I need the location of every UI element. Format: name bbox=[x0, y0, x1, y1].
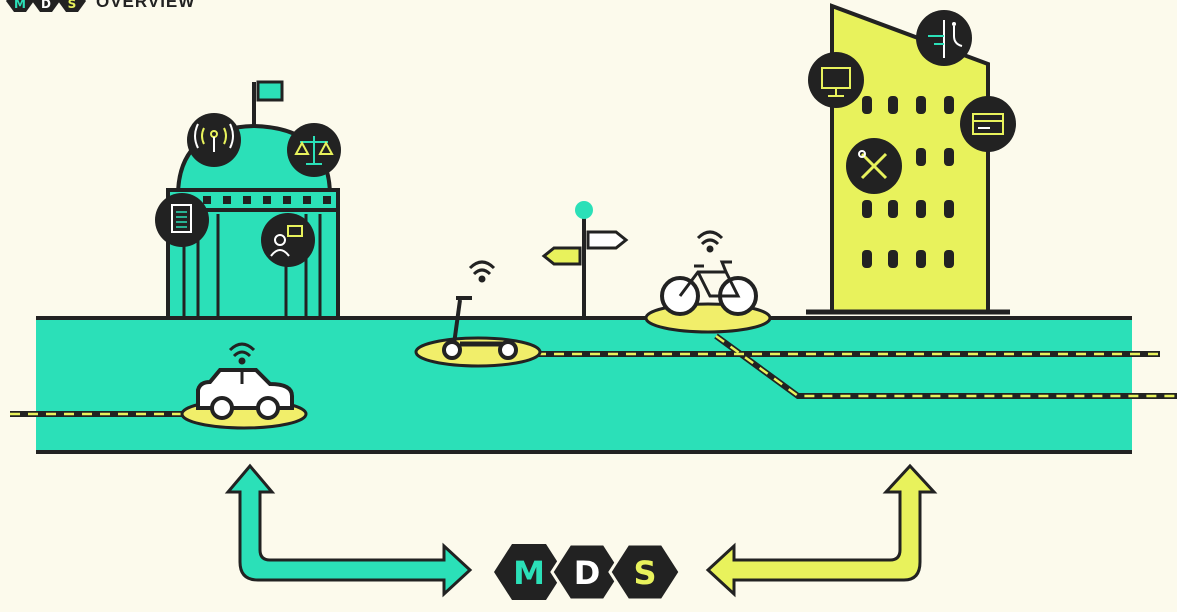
header-logo-letter-s: S bbox=[68, 0, 77, 11]
route-sign-icon bbox=[916, 10, 972, 66]
teal-arrow-icon bbox=[224, 463, 473, 598]
header-logo: M D S bbox=[6, 0, 86, 12]
government-building bbox=[155, 80, 341, 320]
signal-icon bbox=[187, 113, 241, 167]
logo-letter-d: D bbox=[574, 554, 601, 592]
chat-user-icon bbox=[261, 213, 315, 267]
wifi-icon bbox=[696, 230, 724, 253]
header-logo-letter-d: D bbox=[41, 0, 51, 11]
document-icon bbox=[155, 193, 209, 247]
signpost-icon bbox=[541, 201, 629, 318]
logo-letter-s: S bbox=[633, 554, 656, 592]
mds-logo: M D S bbox=[494, 542, 682, 602]
road bbox=[10, 316, 1177, 454]
wifi-icon bbox=[228, 342, 256, 365]
car-icon bbox=[180, 342, 308, 430]
header-logo-letter-m: M bbox=[14, 0, 26, 11]
yellow-arrow-icon bbox=[705, 463, 938, 598]
provider-building bbox=[806, 3, 1016, 315]
tools-icon bbox=[846, 138, 902, 194]
logo-letter-m: M bbox=[513, 554, 545, 592]
card-icon bbox=[960, 96, 1016, 152]
scooter-icon bbox=[414, 260, 542, 368]
monitor-icon bbox=[808, 52, 864, 108]
wifi-icon bbox=[468, 260, 496, 283]
page-title: OVERVIEW bbox=[96, 0, 196, 11]
scales-icon bbox=[287, 123, 341, 177]
bicycle-icon bbox=[644, 230, 772, 334]
